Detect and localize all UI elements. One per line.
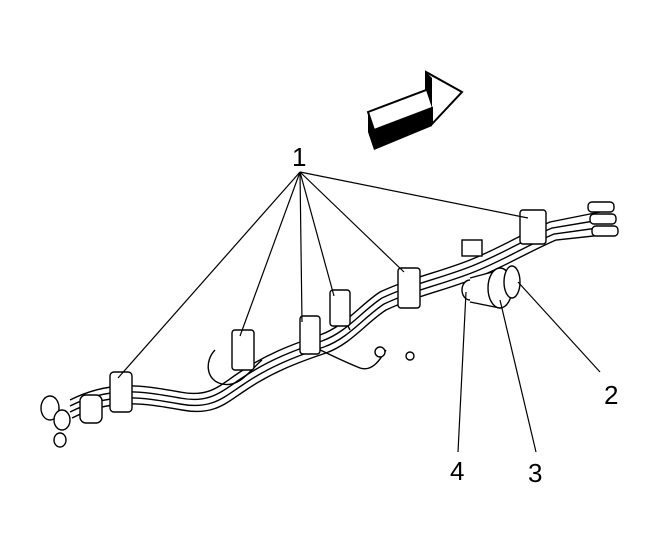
clip-d — [397, 267, 421, 309]
right-line-connectors — [587, 201, 619, 237]
callout-4: 4 — [450, 456, 464, 486]
callout-3: 3 — [528, 458, 542, 488]
callout-leaders — [117, 171, 601, 453]
fuel-filter — [461, 239, 521, 309]
line-retaining-clips — [231, 209, 547, 371]
filter-bracket — [461, 239, 483, 257]
clip-b — [299, 315, 321, 355]
clip-a — [231, 329, 255, 371]
callout-1: 1 — [292, 142, 306, 172]
center-fasteners — [374, 346, 415, 361]
front-direction-arrow-icon — [366, 70, 464, 150]
callout-2: 2 — [604, 380, 618, 410]
clip-e — [519, 209, 547, 245]
clip-c — [329, 289, 351, 327]
left-line-fittings — [40, 371, 133, 448]
